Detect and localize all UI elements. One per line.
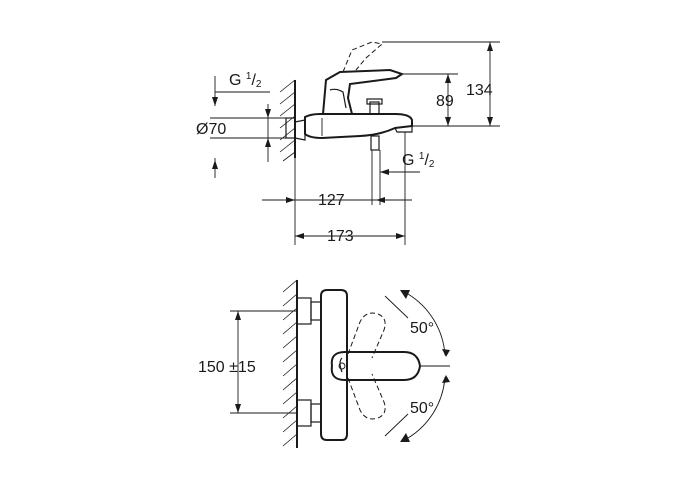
- height-89-dimension: 89: [402, 73, 458, 127]
- angle-indicators: [384, 290, 450, 442]
- projection-173-label: 173: [327, 228, 354, 245]
- height-134-label: 134: [466, 82, 493, 99]
- wall-side: [279, 79, 296, 162]
- height-89-label: 89: [436, 93, 454, 110]
- thread-outlet-dimension: G 1/2: [371, 150, 435, 205]
- height-134-dimension: 134: [382, 41, 500, 127]
- thread-inlet-label: G 1/2: [229, 71, 262, 90]
- diameter-label: Ø70: [196, 121, 226, 138]
- angle-down-label: 50°: [410, 400, 434, 417]
- side-view: Ø70 G 1/2 89 134: [196, 41, 500, 245]
- thread-inlet-dimension: G 1/2: [212, 71, 270, 178]
- angle-up-label: 50°: [410, 320, 434, 337]
- mixer-body-side: [285, 41, 413, 151]
- projection-173-dimension: 173: [295, 132, 406, 245]
- projection-127-dimension: 127: [262, 158, 412, 245]
- lever-front: [330, 312, 422, 420]
- diameter-dimension: Ø70: [196, 104, 286, 162]
- projection-127-label: 127: [318, 192, 345, 209]
- connectors-front: [296, 297, 322, 427]
- mixer-body-front: [320, 289, 348, 441]
- centers-dimension: 150 ±15: [198, 310, 297, 414]
- front-view: 50° 50° 150 ±15: [198, 279, 450, 448]
- centers-label: 150 ±15: [198, 359, 256, 376]
- wall-front: [282, 279, 298, 448]
- thread-outlet-label: G 1/2: [402, 151, 435, 170]
